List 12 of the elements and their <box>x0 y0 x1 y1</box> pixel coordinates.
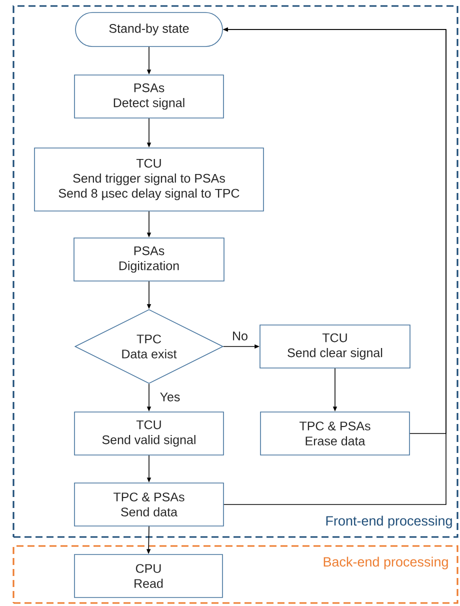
process-box: TPC & PSAs Erase data <box>260 412 410 456</box>
process-box: CPU Read <box>74 554 223 598</box>
region-heading: Back-end processing <box>324 556 448 570</box>
edge-label: No <box>231 330 249 342</box>
process-box: TCU Send valid signal <box>74 412 224 456</box>
process-box: PSAs Digitization <box>74 238 224 282</box>
edge-label: Yes <box>158 392 182 402</box>
process-box: TPC & PSAs Send data <box>74 482 224 526</box>
process-box: TCU Send trigger signal to PSAs Send 8 µsec delay signal to TPC <box>34 148 264 212</box>
region-heading: Front-end processing <box>326 516 452 528</box>
process-box: TCU Send clear signal <box>260 324 410 368</box>
process-box: PSAs Detect signal <box>74 74 224 118</box>
